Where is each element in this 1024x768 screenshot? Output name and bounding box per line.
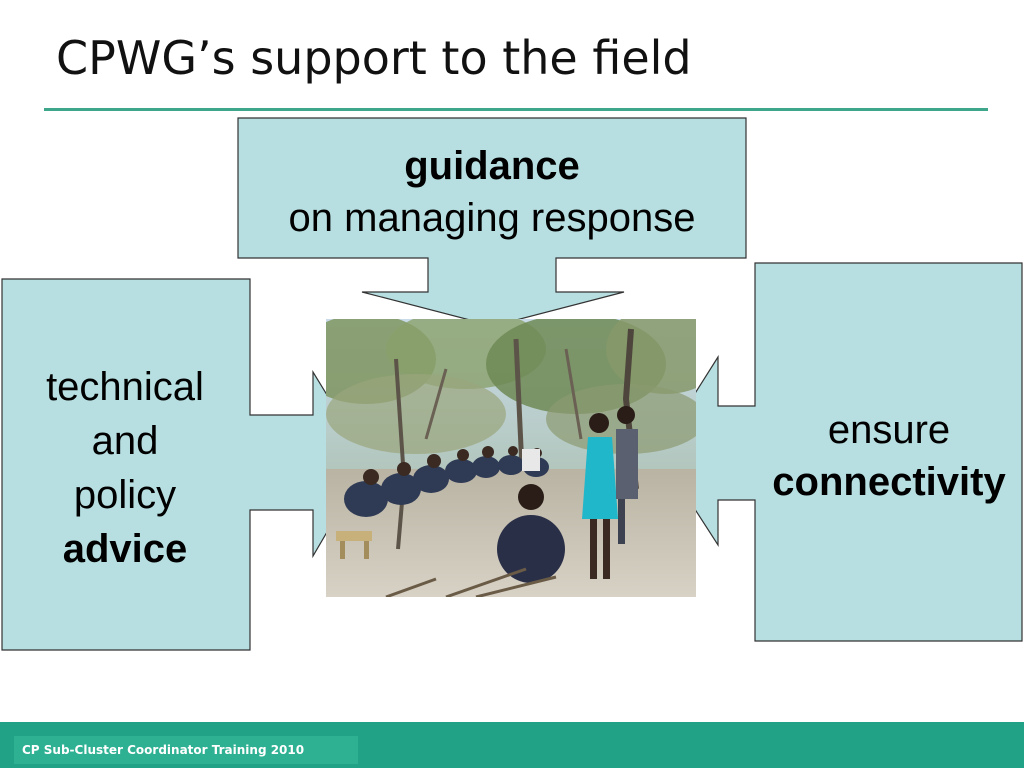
right-callout-line-1: ensure bbox=[827, 408, 951, 452]
left-callout-line-1: technical bbox=[46, 365, 204, 409]
left-callout-emphasis: advice bbox=[62, 527, 188, 571]
footer-label-box bbox=[14, 736, 358, 764]
left-callout-line-3: policy bbox=[73, 473, 177, 517]
field-meeting-photo bbox=[326, 319, 696, 597]
top-callout-heading: guidance bbox=[404, 144, 580, 188]
top-callout-subtext: on managing response bbox=[288, 196, 696, 240]
right-left-arrow-callout bbox=[657, 262, 1023, 642]
left-callout-text: technical and policy advice bbox=[2, 360, 248, 576]
right-callout-text: ensure connectivity bbox=[756, 404, 1022, 508]
slide-title: CPWG’s support to the field bbox=[56, 31, 692, 85]
right-callout-emphasis: connectivity bbox=[772, 460, 1006, 504]
top-callout-text: guidance on managing response bbox=[240, 140, 744, 244]
left-callout-line-2: and bbox=[91, 419, 159, 463]
title-divider bbox=[44, 108, 988, 111]
top-down-arrow-callout bbox=[237, 117, 747, 327]
footer-text: CP Sub-Cluster Coordinator Training 2010 bbox=[22, 743, 305, 757]
